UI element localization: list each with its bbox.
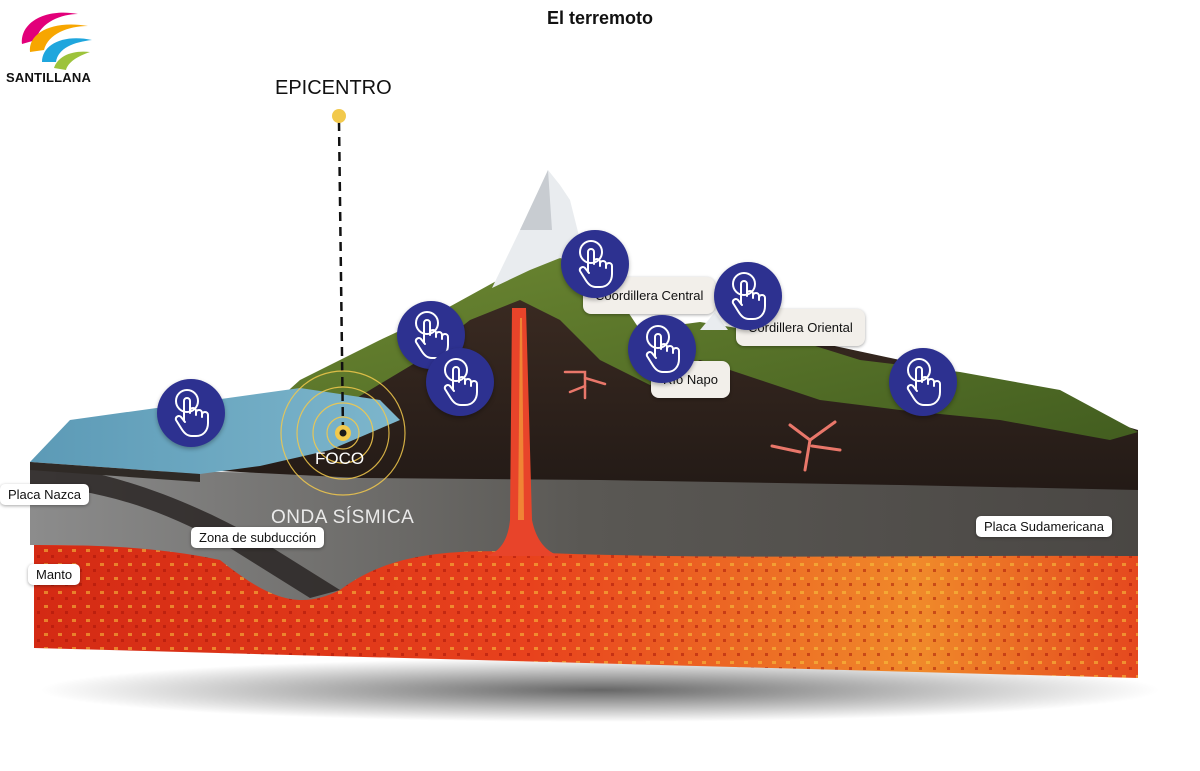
hotspot-cordillera-oriental-button[interactable] <box>714 262 782 330</box>
touch-hand-icon <box>443 358 478 406</box>
seismic-rings <box>280 370 406 496</box>
manto-label: Manto <box>28 564 81 585</box>
epicentro-label: EPICENTRO <box>275 77 392 99</box>
hotspot-volcano-button[interactable] <box>426 348 494 416</box>
touch-hand-icon <box>414 311 449 359</box>
onda-sismica-label: ONDA SÍSMICA <box>271 507 415 528</box>
touch-hand-icon <box>906 358 941 406</box>
foco-label: FOCO <box>315 449 365 468</box>
touch-hand-icon <box>731 272 766 320</box>
south-american-plate-layer <box>30 470 1138 600</box>
placa-sudamericana-label: Placa Sudamericana <box>976 516 1112 537</box>
touch-hand-icon <box>174 389 209 437</box>
subduction-slab <box>30 462 340 598</box>
logo-text: SANTILLANA <box>6 70 92 85</box>
epicentre-line <box>337 121 345 433</box>
santillana-logo <box>6 4 106 94</box>
hotspot-cordillera-central-button[interactable] <box>561 230 629 298</box>
page-title: El terremoto <box>546 8 654 28</box>
fissures-right <box>770 420 842 472</box>
hotspot-amazonia-button[interactable] <box>889 348 957 416</box>
block-shadow <box>40 658 1160 722</box>
fissures-left <box>563 370 607 400</box>
hotspot-rio-napo-button[interactable] <box>628 315 696 383</box>
placa-nazca-label: Placa Nazca <box>0 484 89 505</box>
touch-hand-icon <box>578 240 613 288</box>
zona-subduccion-label: Zona de subducción <box>191 527 325 548</box>
epicentre-dot <box>332 109 346 123</box>
touch-hand-icon <box>645 325 680 373</box>
hotspot-placa-nazca-button[interactable] <box>157 379 225 447</box>
